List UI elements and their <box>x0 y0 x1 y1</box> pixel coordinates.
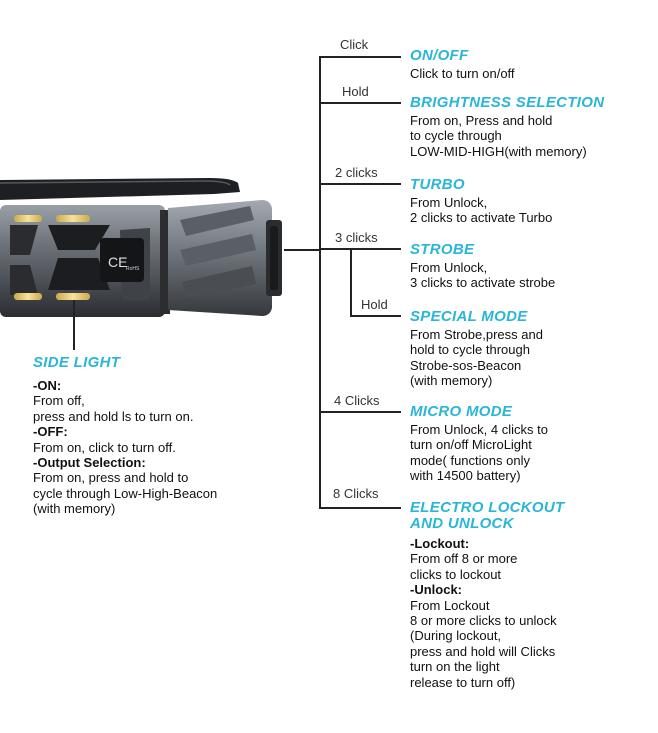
side-output-heading: -Output Selection: <box>33 455 146 471</box>
lockout-heading: -Lockout: <box>410 536 470 551</box>
mode-on-off-title: ON/OFF <box>410 47 469 64</box>
side-off-heading: -OFF: <box>33 424 68 440</box>
mode-lockout-title: ELECTRO LOCKOUT AND UNLOCK <box>410 499 565 532</box>
unlock-heading: -Unlock: <box>410 582 462 598</box>
rohs-mark: RoHS <box>126 266 140 272</box>
mode-turbo-description: From Unlock, 2 clicks to activate Turbo <box>410 195 553 226</box>
collar-ring <box>160 210 170 314</box>
trigger-click: Click <box>340 37 369 52</box>
branch-4-clicks <box>319 411 401 413</box>
trigger-strobe-hold: Hold <box>361 297 388 312</box>
pocket-clip <box>0 178 240 200</box>
branch-click <box>319 56 401 58</box>
mode-special-description: From Strobe,press and hold to cycle thro… <box>410 327 543 389</box>
tree-trunk <box>319 56 321 509</box>
side-light-description: -ON: From off, press and hold ls to turn… <box>33 378 218 517</box>
mode-lockout-description: -Lockout: From off 8 or more clicks to l… <box>410 536 557 690</box>
side-on-heading: -ON: <box>33 378 62 393</box>
branch-8-clicks <box>319 507 401 509</box>
trigger-hold: Hold <box>342 84 369 99</box>
side-light-title: SIDE LIGHT <box>33 354 121 371</box>
mode-turbo-title: TURBO <box>410 176 465 193</box>
mode-strobe-title: STROBE <box>410 241 475 258</box>
mode-brightness-description: From on, Press and hold to cycle through… <box>410 113 587 159</box>
branch-hold <box>319 102 401 104</box>
sub-trunk-strobe <box>350 248 352 316</box>
flashlight-connector <box>284 249 320 251</box>
trigger-3-clicks: 3 clicks <box>335 230 378 245</box>
side-led-top <box>14 215 42 222</box>
side-led-top-2 <box>56 215 90 222</box>
trigger-2-clicks: 2 clicks <box>335 165 378 180</box>
trigger-4-clicks: 4 Clicks <box>334 393 380 408</box>
mode-on-off-description: Click to turn on/off <box>410 66 515 81</box>
mode-micro-title: MICRO MODE <box>410 403 513 420</box>
trigger-8-clicks: 8 Clicks <box>333 486 379 501</box>
mode-brightness-title: BRIGHTNESS SELECTION <box>410 94 605 111</box>
mode-strobe-description: From Unlock, 3 clicks to activate strobe <box>410 260 556 291</box>
side-led-bottom <box>14 293 42 300</box>
mode-micro-description: From Unlock, 4 clicks to turn on/off Mic… <box>410 422 548 484</box>
ce-mark: CE <box>108 254 127 270</box>
branch-2-clicks <box>319 183 401 185</box>
branch-3-clicks <box>319 248 401 250</box>
side-light-pointer <box>73 300 75 350</box>
flashlight-illustration: CE RoHS <box>0 178 282 317</box>
branch-strobe-hold <box>350 315 401 317</box>
side-led-bottom-2 <box>56 293 90 300</box>
mode-special-title: SPECIAL MODE <box>410 308 528 325</box>
